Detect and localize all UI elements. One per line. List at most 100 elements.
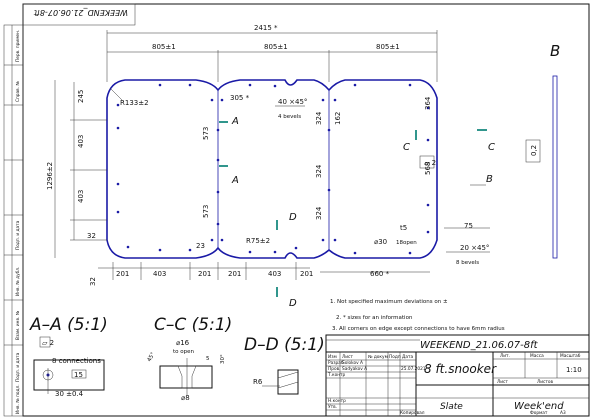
svg-text:245: 245 (77, 90, 85, 103)
svg-text:B: B (550, 42, 560, 60)
svg-text:45°: 45° (147, 351, 157, 363)
svg-text:A: A (231, 175, 239, 186)
svg-text:Н.контр: Н.контр (328, 398, 346, 404)
svg-text:20 ×45°: 20 ×45° (460, 244, 489, 252)
svg-text:A: A (231, 116, 239, 127)
svg-text:25.07.2021: 25.07.2021 (401, 366, 426, 372)
svg-text:403: 403 (268, 270, 281, 278)
svg-text:162: 162 (334, 112, 342, 125)
svg-text:A–A (5:1): A–A (5:1) (29, 315, 108, 335)
svg-text:Дата: Дата (402, 354, 413, 360)
svg-text:18open: 18open (396, 240, 417, 246)
code-stamp: WEEKEND_21.06.07-8ft (33, 8, 128, 17)
svg-text:⌀8: ⌀8 (181, 394, 190, 402)
svg-text:⌀30: ⌀30 (374, 238, 387, 246)
strip-label-5: Взам. инв. № (15, 310, 21, 340)
svg-text:B: B (486, 174, 493, 185)
svg-text:Листов: Листов (537, 379, 554, 385)
svg-text:R6: R6 (253, 378, 263, 386)
svg-text:324: 324 (315, 164, 323, 178)
svg-text:8 bevels: 8 bevels (456, 260, 479, 266)
svg-text:23: 23 (196, 242, 205, 250)
svg-text:40 ×45°: 40 ×45° (278, 98, 307, 106)
svg-text:1. Not specified maximum devia: 1. Not specified maximum deviations on ± (330, 299, 448, 305)
svg-text:660 *: 660 * (370, 270, 390, 278)
strip-label-2: Справ. № (15, 81, 21, 102)
svg-text:573: 573 (202, 205, 210, 218)
svg-text:Slate: Slate (440, 402, 463, 412)
svg-text:to open: to open (173, 349, 195, 355)
svg-text:8 connections: 8 connections (52, 357, 101, 365)
svg-text:R75±2: R75±2 (246, 237, 270, 245)
svg-text:Подп: Подп (389, 354, 401, 360)
svg-text:Масса: Масса (530, 353, 544, 359)
svg-text:Формат: Формат (530, 410, 548, 416)
svg-text:573: 573 (202, 127, 210, 140)
svg-text:8 ft.snooker: 8 ft.snooker (424, 362, 497, 376)
svg-text:1296±2: 1296±2 (46, 162, 54, 190)
section-cc: C–C (5:1) ⌀16 to open 45° 5 30° ⌀8 (147, 315, 233, 402)
dim-inner: 305 * 40 ×45° 4 bevels 573 573 324 324 3… (196, 94, 490, 266)
strip-label-1: Перв. примен. (15, 30, 21, 62)
svg-text:0,2: 0,2 (530, 145, 538, 156)
dim-overall-width: 2415 * (106, 24, 438, 82)
svg-text:403: 403 (77, 135, 85, 148)
side-view-b: 0,2 (525, 75, 558, 259)
svg-text:D–D (5:1): D–D (5:1) (244, 335, 325, 355)
svg-text:t5: t5 (400, 224, 407, 232)
svg-text:WEEKEND_21.06.07-8ft: WEEKEND_21.06.07-8ft (420, 340, 539, 351)
svg-text:201: 201 (228, 270, 241, 278)
slate-outline (106, 79, 438, 259)
svg-text:201: 201 (116, 270, 129, 278)
svg-text:5: 5 (206, 356, 210, 362)
svg-text:805±1: 805±1 (376, 43, 400, 51)
svg-text:Лист: Лист (497, 379, 508, 385)
svg-text:32: 32 (89, 277, 97, 286)
svg-text:Лит.: Лит. (500, 353, 510, 359)
svg-text:Solokov A: Solokov A (342, 360, 363, 366)
svg-text:15: 15 (74, 371, 83, 379)
svg-text:№ докум: № докум (368, 354, 388, 360)
svg-text:75: 75 (464, 222, 473, 230)
section-markers: A A C C D D B B (219, 42, 560, 309)
svg-text:32: 32 (87, 232, 96, 240)
strip-label-4: Инв. № дубл. (15, 267, 21, 296)
svg-text:Разраб: Разраб (328, 360, 344, 366)
svg-text:A3: A3 (560, 410, 566, 416)
svg-text:1:10: 1:10 (566, 366, 582, 374)
svg-text:201: 201 (300, 270, 313, 278)
section-aa: A–A (5:1) ⏥ 2 8 connections 15 30 ±0.4 (29, 315, 108, 398)
svg-text:Лист: Лист (342, 354, 353, 360)
svg-text:Копировал: Копировал (400, 410, 425, 416)
svg-text:⏥ 2: ⏥ 2 (424, 159, 436, 167)
left-strip-cells (4, 64, 23, 346)
svg-text:324: 324 (315, 111, 323, 125)
strip-label-6: Подп. и дата (15, 352, 21, 382)
svg-text:2415 *: 2415 * (254, 24, 278, 32)
svg-text:364: 364 (424, 96, 432, 110)
svg-text:805±1: 805±1 (264, 43, 288, 51)
dim-segments: 805±1 805±1 805±1 (107, 43, 437, 82)
svg-text:C–C (5:1): C–C (5:1) (154, 315, 232, 335)
section-dd: D–D (5:1) R6 (244, 335, 325, 395)
svg-text:D: D (289, 212, 297, 223)
svg-text:568: 568 (424, 162, 432, 175)
svg-text:Изм: Изм (328, 354, 337, 360)
svg-text:Week'end: Week'end (514, 401, 564, 412)
dim-bottom: 201 403 201 201 403 201 32 660 * (89, 262, 430, 286)
strip-label-7: Инв. № подл. (15, 384, 21, 414)
strip-label-3: Подп. и дата (15, 220, 21, 250)
svg-text:Пров.: Пров. (328, 366, 341, 372)
svg-text:30 ±0.4: 30 ±0.4 (55, 390, 84, 398)
general-notes: 1. Not specified maximum deviations on ±… (330, 299, 505, 332)
svg-text:Sadyakov A: Sadyakov A (342, 366, 367, 372)
left-strip (3, 24, 24, 417)
svg-text:4 bevels: 4 bevels (278, 114, 301, 120)
svg-text:2. * sizes for an information: 2. * sizes for an information (336, 315, 413, 321)
svg-text:403: 403 (77, 190, 85, 203)
svg-text:⌀16: ⌀16 (176, 339, 190, 347)
mounting-holes (116, 83, 430, 255)
dim-left: 1296±2 245 403 403 32 R133±2 (46, 80, 149, 258)
svg-text:C: C (403, 142, 410, 153)
